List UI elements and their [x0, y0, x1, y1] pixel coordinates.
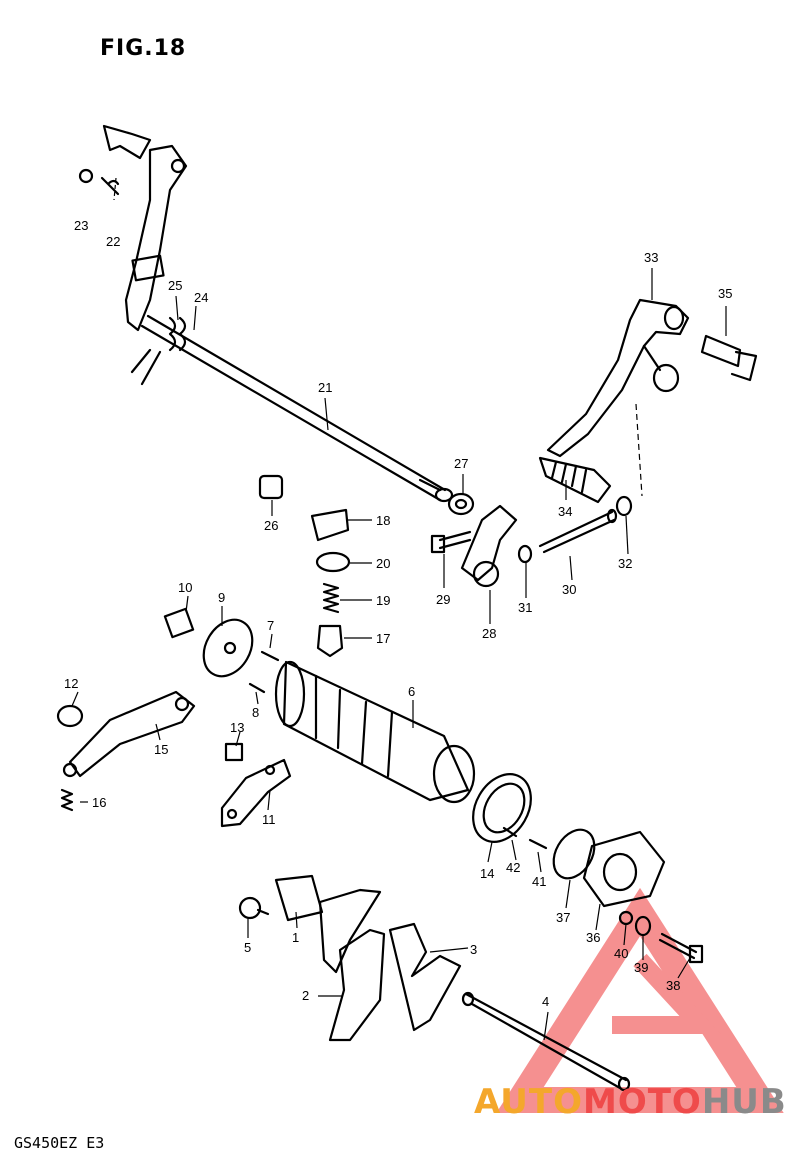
- part-label-40: 40: [614, 946, 628, 961]
- part-label-31: 31: [518, 600, 532, 615]
- oil-seal-27: [447, 492, 475, 516]
- spring-16: [60, 788, 74, 812]
- bolt-29: [430, 530, 472, 554]
- part-label-21: 21: [318, 380, 332, 395]
- part-label-9: 9: [218, 590, 225, 605]
- part-label-14: 14: [480, 866, 494, 881]
- gearshift-arm: [102, 124, 188, 332]
- part-label-24: 24: [194, 290, 208, 305]
- part-label-16: 16: [92, 795, 106, 810]
- part-label-32: 32: [618, 556, 632, 571]
- fork-2: [328, 928, 386, 1042]
- cam-stopper-arm-15: [62, 690, 196, 778]
- part-label-2: 2: [302, 988, 309, 1003]
- plug-26: [258, 474, 284, 500]
- gearshift-lever: [538, 298, 690, 504]
- part-label-23: 23: [74, 218, 88, 233]
- plate-11: [220, 758, 292, 828]
- part-label-33: 33: [644, 250, 658, 265]
- part-label-12: 12: [64, 676, 78, 691]
- part-label-39: 39: [634, 960, 648, 975]
- part-label-30: 30: [562, 582, 576, 597]
- part-label-28: 28: [482, 626, 496, 641]
- plunger-17: [316, 624, 344, 658]
- nut-31: [517, 544, 533, 564]
- part-label-10: 10: [178, 580, 192, 595]
- bolt-10: [163, 607, 195, 639]
- part-label-41: 41: [532, 874, 546, 889]
- part-label-4: 4: [542, 994, 549, 1009]
- part-label-29: 29: [436, 592, 450, 607]
- watermark-part3: HUB: [701, 1082, 787, 1122]
- o-ring-37: [552, 828, 596, 880]
- spring-19: [322, 582, 340, 614]
- plug-18: [310, 508, 350, 542]
- pin-42: [502, 826, 518, 838]
- watermark-triangle: [496, 887, 784, 1113]
- gasket-20: [315, 551, 351, 573]
- part-label-13: 13: [230, 720, 244, 735]
- part-label-42: 42: [506, 860, 520, 875]
- part-label-17: 17: [376, 631, 390, 646]
- part-label-7: 7: [267, 618, 274, 633]
- part-labels: 1 2 3 4 5 6 7 8 9 10 11 12 13 14 15 16 1…: [64, 218, 732, 1009]
- part-label-37: 37: [556, 910, 570, 925]
- pin-22: [100, 176, 120, 196]
- part-label-27: 27: [454, 456, 468, 471]
- circlip: [78, 168, 94, 184]
- gearshift-cam: [274, 660, 476, 804]
- watermark-part2: MOTO: [582, 1082, 702, 1122]
- link-arm-28: [460, 504, 518, 588]
- bolt-12: [56, 704, 84, 728]
- part-label-22: 22: [106, 234, 120, 249]
- stopper-plate-9: [202, 618, 254, 678]
- fork-3: [388, 922, 462, 1032]
- nut-32: [615, 495, 633, 517]
- part-label-26: 26: [264, 518, 278, 533]
- pin-7: [260, 650, 280, 662]
- leader-lines: [71, 177, 727, 1041]
- part-label-8: 8: [252, 705, 259, 720]
- bolt-35: [700, 334, 758, 382]
- watermark-logo: AUTOMOTOHUB: [474, 1082, 787, 1122]
- part-label-35: 35: [718, 286, 732, 301]
- model-code: GS450EZ E3: [14, 1134, 105, 1152]
- part-label-6: 6: [408, 684, 415, 699]
- part-label-34: 34: [558, 504, 572, 519]
- bearing-14: [472, 773, 532, 843]
- gearshift-link-rod: [538, 508, 618, 554]
- bolt-5: [238, 896, 270, 920]
- pin-41: [528, 838, 548, 850]
- part-label-18: 18: [376, 513, 390, 528]
- part-label-25: 25: [168, 278, 182, 293]
- pin-8: [248, 682, 266, 694]
- part-label-3: 3: [470, 942, 477, 957]
- part-label-38: 38: [666, 978, 680, 993]
- gearshift-shaft: [140, 314, 454, 503]
- part-label-20: 20: [376, 556, 390, 571]
- watermark-part1: AUTO: [474, 1082, 583, 1122]
- part-label-1: 1: [292, 930, 299, 945]
- cover-36: [582, 830, 666, 908]
- part-label-5: 5: [244, 940, 251, 955]
- bolt-38: [658, 932, 704, 964]
- part-label-15: 15: [154, 742, 168, 757]
- part-label-11: 11: [262, 812, 276, 827]
- bolt-13: [224, 742, 244, 762]
- part-label-36: 36: [586, 930, 600, 945]
- figure-title: FIG.18: [100, 36, 187, 61]
- fork-shaft-4: [461, 991, 631, 1092]
- fork-1: [274, 874, 382, 974]
- part-label-19: 19: [376, 593, 390, 608]
